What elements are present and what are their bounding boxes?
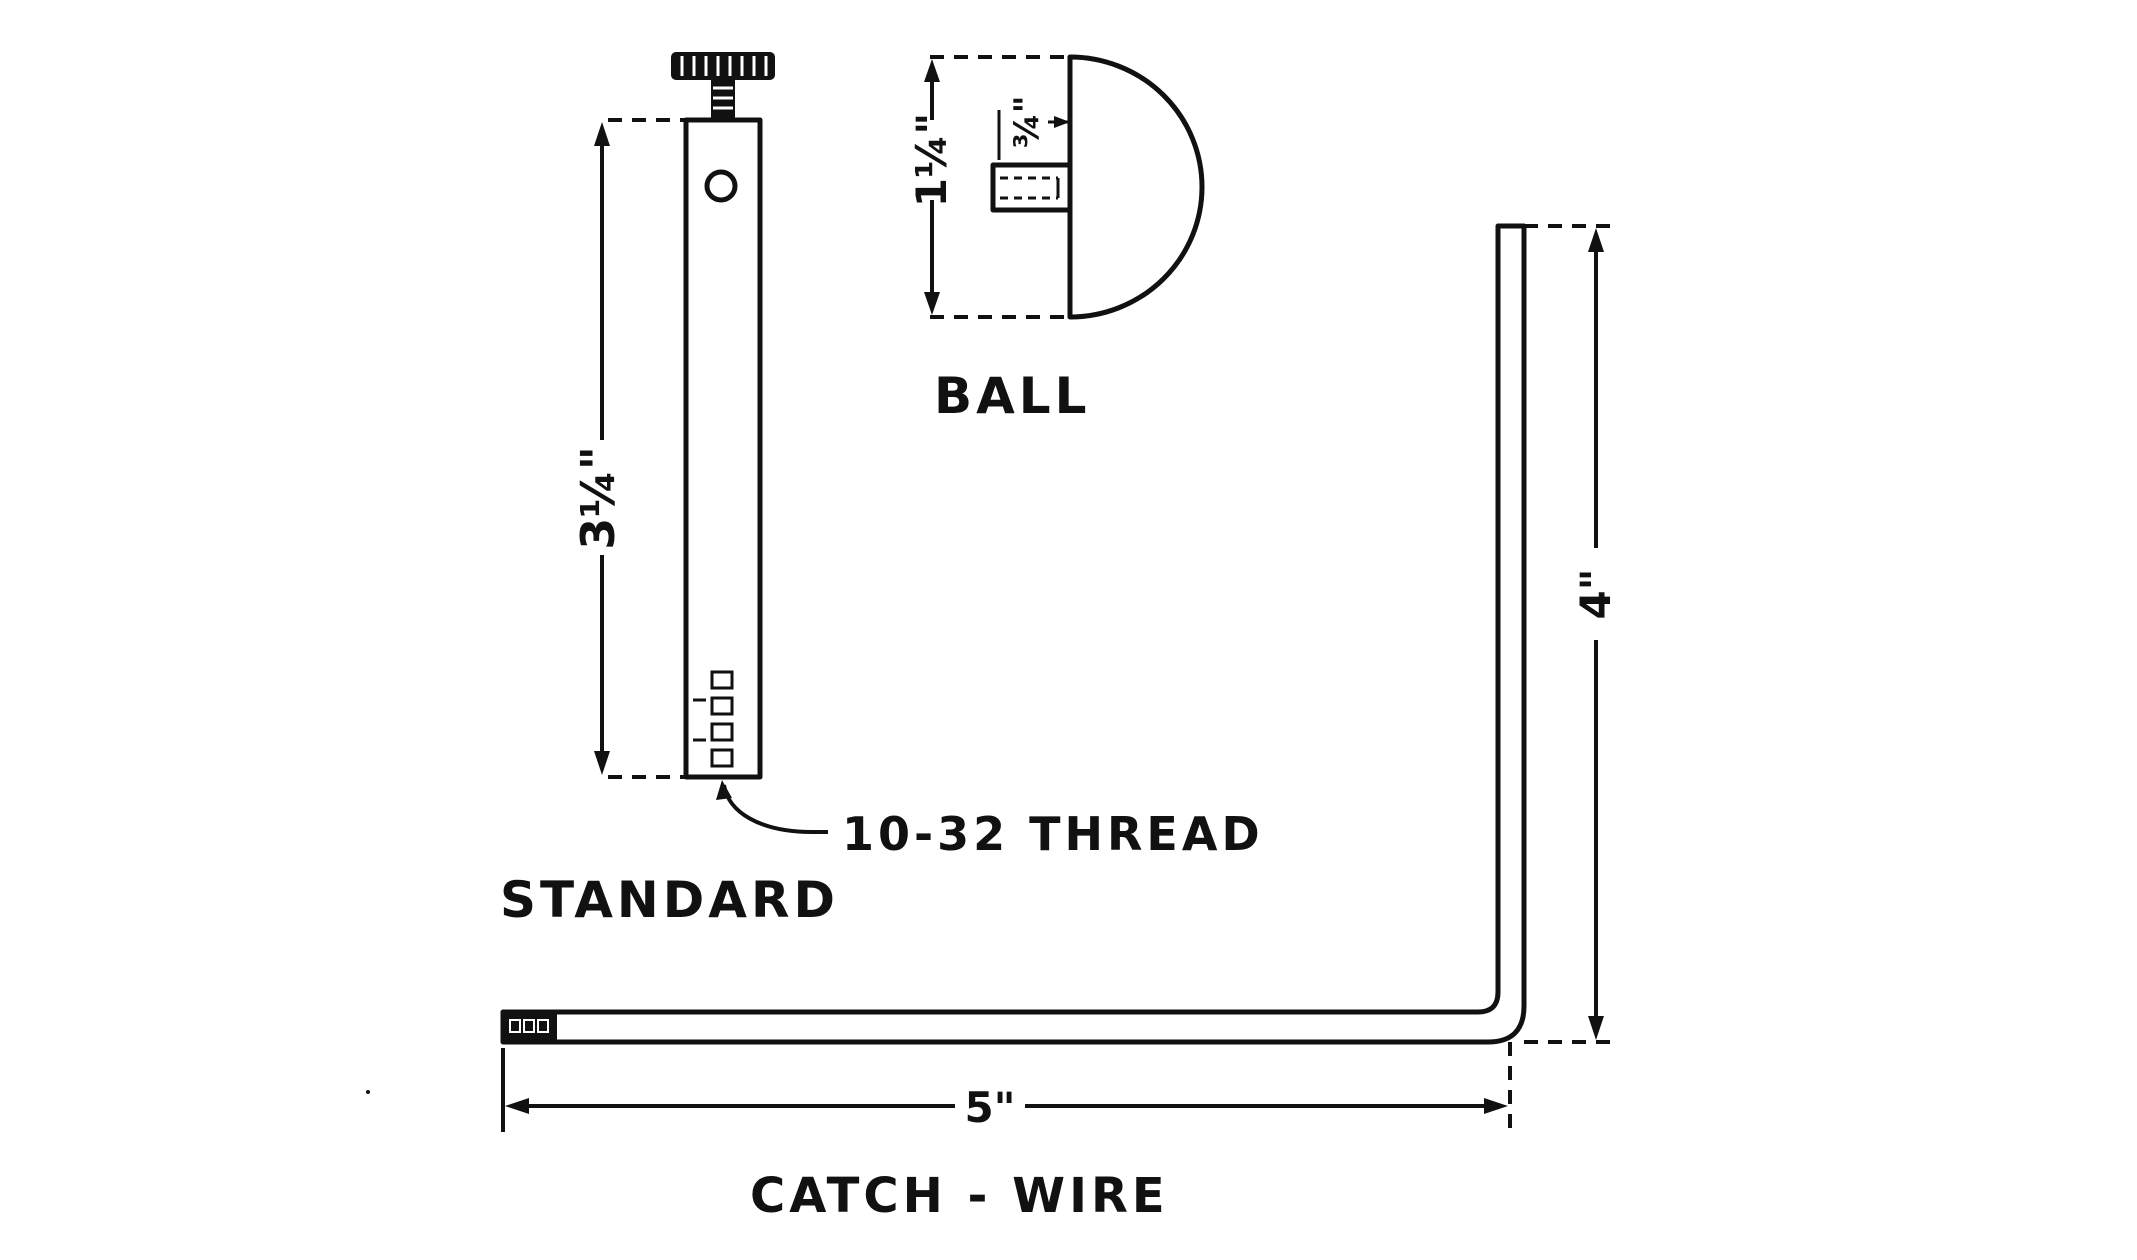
standard-body bbox=[683, 117, 763, 780]
ball-part: ¾" 1¼" BALL bbox=[907, 54, 1205, 425]
thread-callout: 10-32 THREAD bbox=[842, 807, 1264, 861]
standard-thread-marks bbox=[693, 670, 734, 768]
ball-half-sphere bbox=[1067, 54, 1205, 320]
catch-wire-label: CATCH - WIRE bbox=[750, 1168, 1169, 1224]
scan-speck bbox=[366, 1090, 370, 1094]
ball-hole bbox=[990, 162, 1073, 213]
standard-part: 3¼" 10-32 THREAD STANDARD bbox=[500, 52, 1264, 929]
ball-diameter-dimension: 1¼" bbox=[907, 113, 956, 208]
catch-wire-outline bbox=[500, 223, 1527, 1045]
standard-label: STANDARD bbox=[500, 871, 839, 929]
standard-thumb-head bbox=[671, 52, 775, 80]
standard-height-dimension: 3¼" bbox=[571, 446, 625, 550]
catch-wire-length-dimension: 5" bbox=[964, 1083, 1015, 1132]
standard-neck bbox=[711, 80, 735, 120]
catch-wire-height-dimension: 4" bbox=[1571, 568, 1620, 619]
catch-wire-part: 4" 5" CATCH - WIRE bbox=[500, 223, 1620, 1224]
ball-hole-dimension: ¾" bbox=[1007, 96, 1047, 149]
standard-hole bbox=[704, 169, 738, 203]
ball-label: BALL bbox=[934, 367, 1091, 425]
